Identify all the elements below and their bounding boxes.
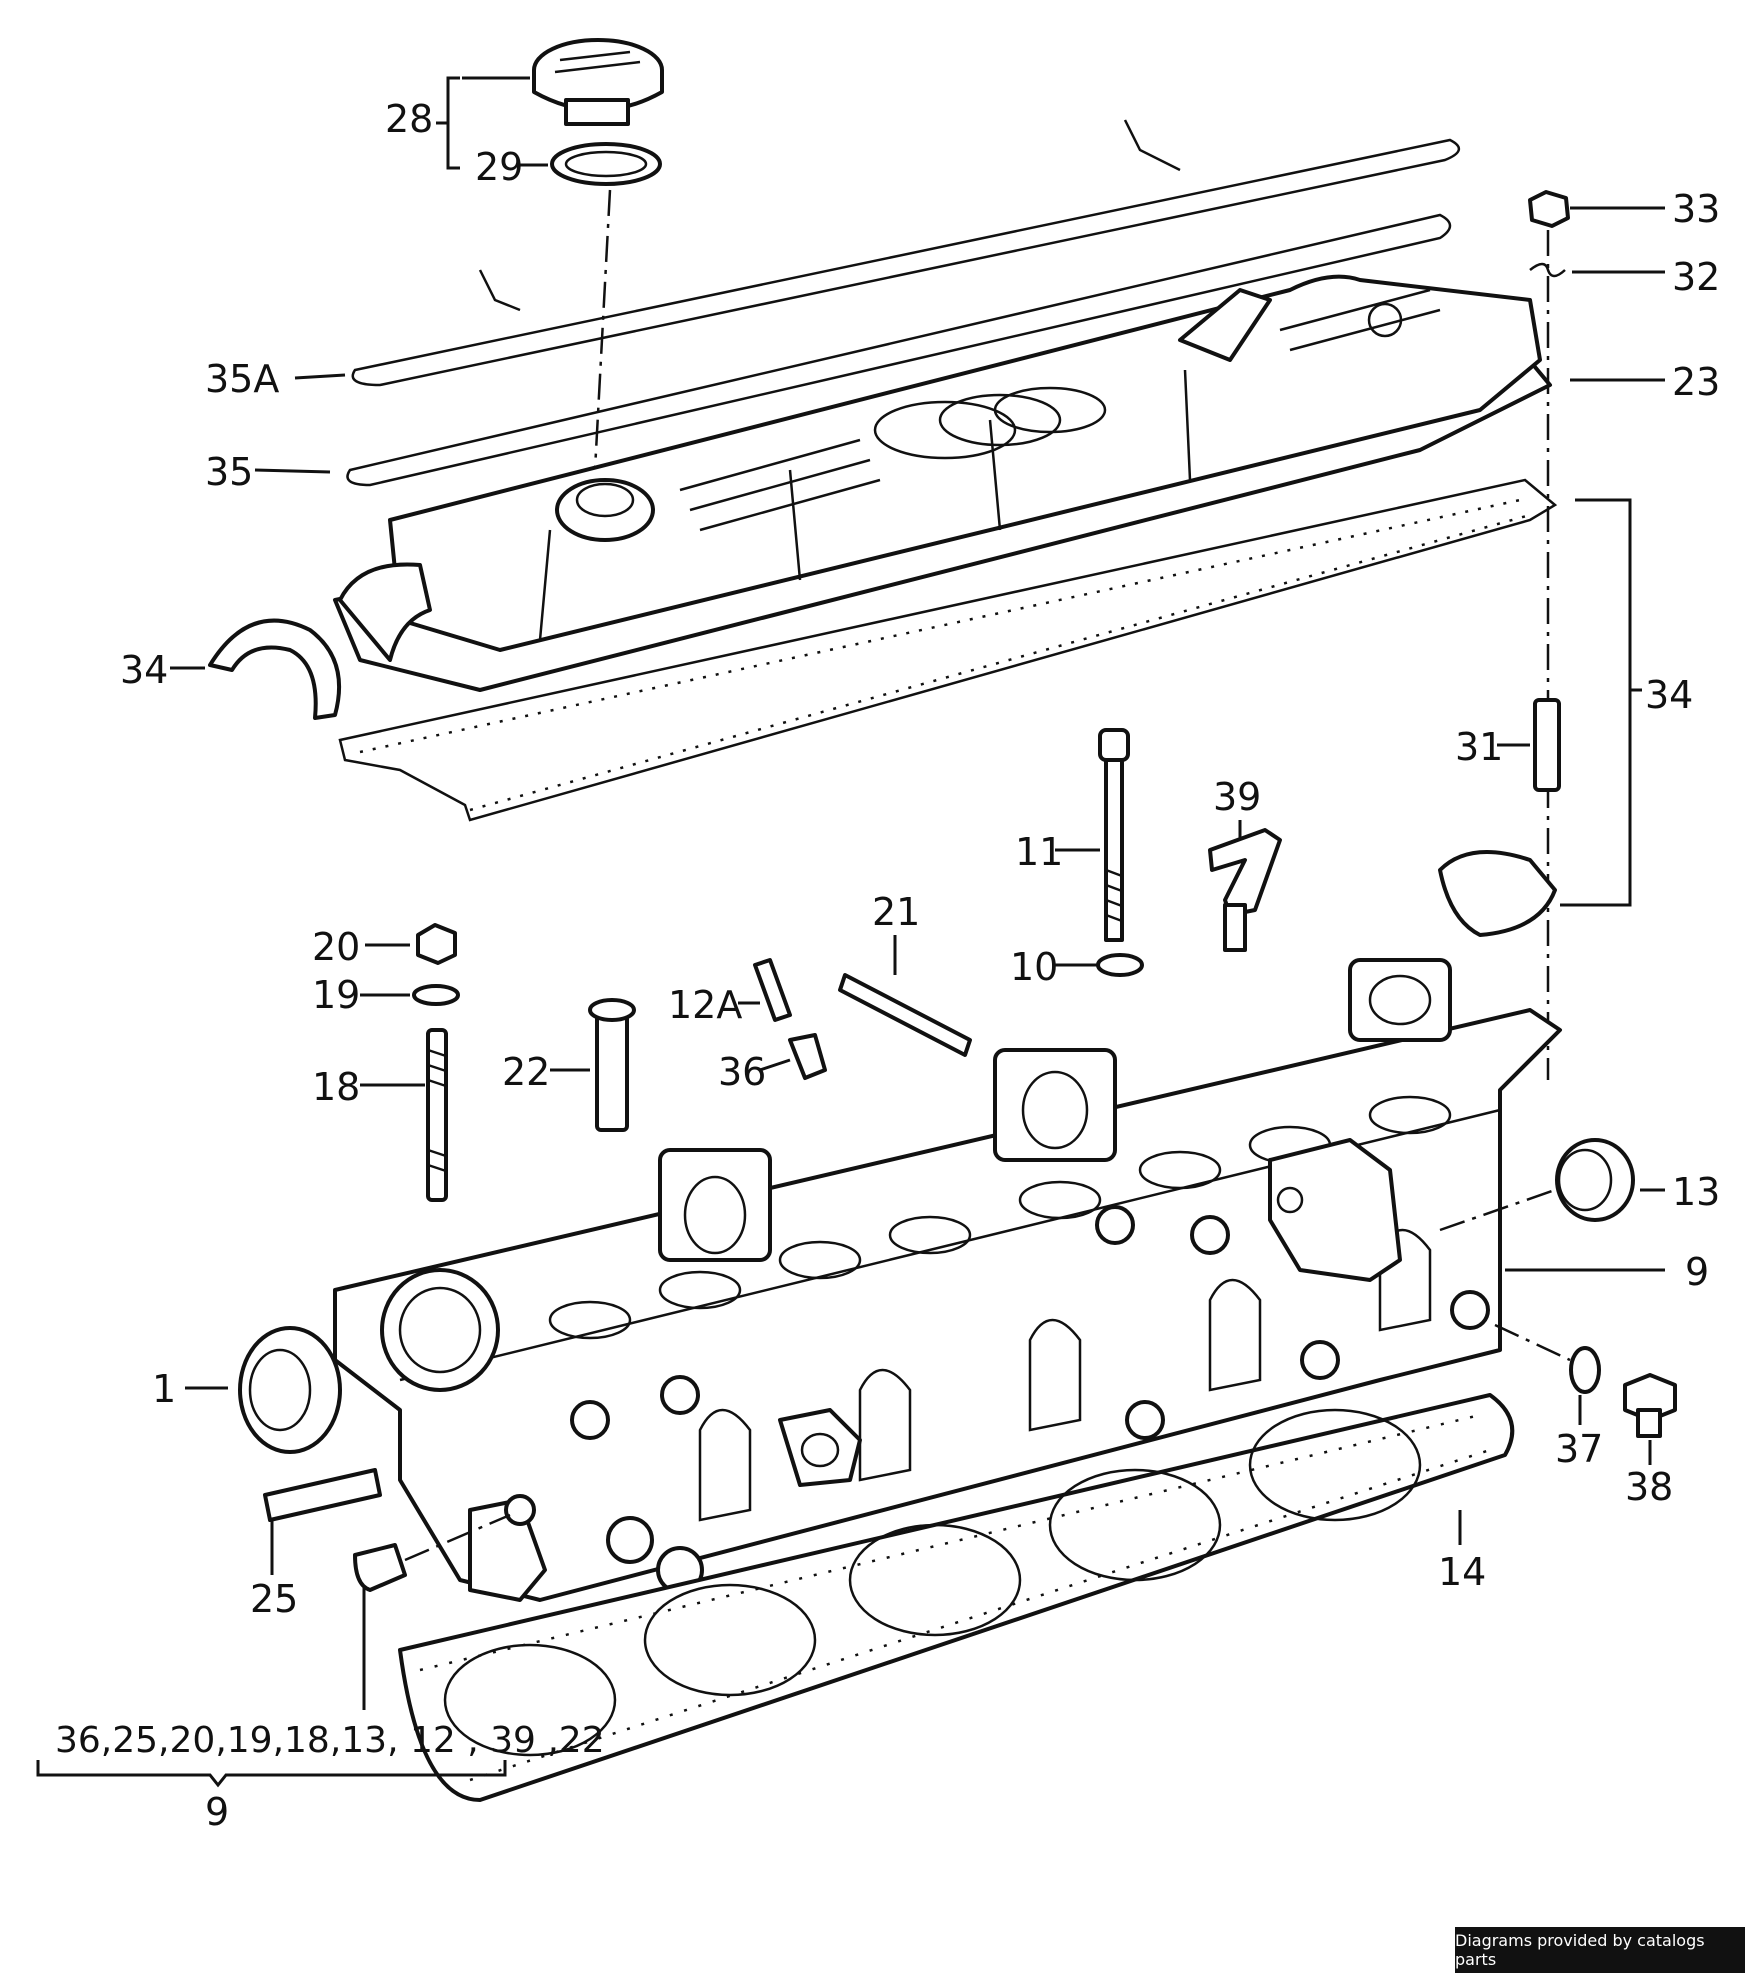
half-moon-seal-right [1438,850,1557,937]
label-28: 28 [385,97,433,141]
label-31: 31 [1455,725,1503,769]
label-20: 20 [312,925,360,969]
label-11: 11 [1015,830,1063,874]
plug-13 [1555,1138,1635,1222]
washer-10 [1096,953,1144,977]
label-14: 14 [1438,1550,1486,1594]
label-1: 1 [152,1367,176,1411]
washer-37 [1569,1346,1601,1394]
label-21: 21 [872,890,920,934]
group-label: 9 [205,1790,229,1834]
label-19: 19 [312,973,360,1017]
label-34-right: 34 [1645,673,1693,717]
dowel-25 [263,1468,382,1522]
washer-19 [412,984,460,1006]
credit-badge: Diagrams provided by catalogs parts [1455,1927,1745,1973]
label-25: 25 [250,1577,298,1621]
label-32: 32 [1672,255,1720,299]
cover-bolt-11 [1098,728,1130,942]
nut-20 [416,923,457,965]
label-38: 38 [1625,1465,1673,1509]
label-9: 9 [1685,1250,1709,1294]
label-29: 29 [475,145,523,189]
drain-plug-38 [1623,1373,1677,1438]
valve-guide-22 [595,1003,629,1132]
label-39: 39 [1213,775,1261,819]
stud-31 [1533,698,1561,792]
label-37: 37 [1555,1427,1603,1471]
label-35a: 35A [205,357,279,401]
label-23: 23 [1672,360,1720,404]
label-18: 18 [312,1065,360,1109]
label-36: 36 [718,1050,766,1094]
label-22: 22 [502,1050,550,1094]
cap-seal-ring [550,142,662,186]
head-gasket-14 [398,1393,1515,1802]
label-33: 33 [1672,187,1720,231]
oil-filler-cap [532,38,664,126]
label-10: 10 [1010,945,1058,989]
callout-labels: 28 29 35A 35 34 33 32 23 34 31 39 11 21 … [55,97,1720,1834]
group-list: 36,25,20,19,18,13, 12 , 39 ,22 [55,1720,605,1761]
vent-hose-39 [1208,828,1282,917]
stud-18 [426,1028,448,1202]
label-34-left: 34 [120,648,168,692]
stud-21 [838,973,972,1057]
sender-36 [788,1033,827,1080]
label-13: 13 [1672,1170,1720,1214]
nut-33 [1528,190,1570,228]
valve-cover [333,274,1552,692]
gasket-35a [351,138,1460,387]
label-35: 35 [205,450,253,494]
spring-washer-32 [1529,262,1566,278]
label-12a: 12A [668,983,742,1027]
valve-cover-gasket [338,478,1558,822]
gasket-35 [346,213,1452,487]
cylinder-head [333,958,1562,1602]
oil-seal-1 [238,1326,342,1454]
leader-lines [36,76,1665,1788]
sender-12a [753,958,792,1022]
sleeve-12 [353,1543,407,1592]
half-moon-seal-left [208,618,342,720]
